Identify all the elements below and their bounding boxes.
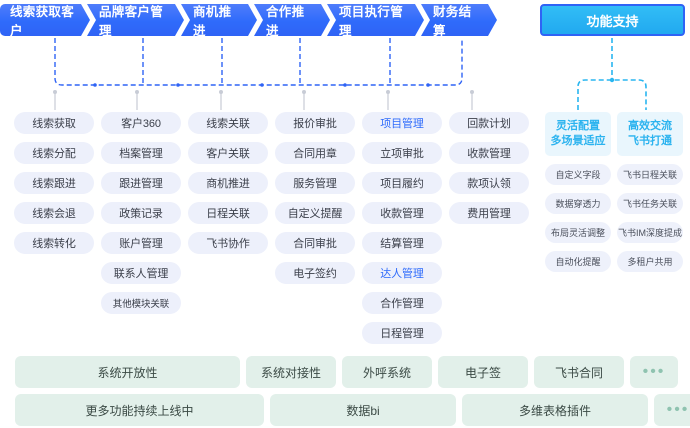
stage-chip-label: 合作推进 [266, 5, 305, 38]
support-feature-pill[interactable]: 数据穿透力 [545, 193, 611, 214]
support-feature-pill[interactable]: 自动化提醒 [545, 251, 611, 272]
feature-pill[interactable]: 回款计划 [449, 112, 529, 134]
feature-pill[interactable]: 合同审批 [275, 232, 355, 254]
feature-pill[interactable]: 合同用章 [275, 142, 355, 164]
feature-pill[interactable]: 项目管理 [362, 112, 442, 134]
feature-pill[interactable]: 其他模块关联 [101, 292, 181, 314]
feature-pill[interactable]: 飞书协作 [188, 232, 268, 254]
feature-pill[interactable]: 客户360 [101, 112, 181, 134]
stage-chip-label: 财务结算 [433, 5, 472, 38]
feature-pill[interactable]: 达人管理 [362, 262, 442, 284]
support-feature-pill[interactable]: 多租户共用 [617, 251, 683, 272]
feature-pill[interactable]: 跟进管理 [101, 172, 181, 194]
feature-pill[interactable]: 线索关联 [188, 112, 268, 134]
feature-pill[interactable]: 服务管理 [275, 172, 355, 194]
feature-pill[interactable]: 款项认领 [449, 172, 529, 194]
feature-pill[interactable]: 项目履约 [362, 172, 442, 194]
feature-pill[interactable]: 商机推进 [188, 172, 268, 194]
stage-chip-label: 线索获取客户 [10, 5, 75, 38]
capability-cell[interactable]: 数据bi [270, 394, 456, 426]
column-cooperation: 报价审批合同用章服务管理自定义提醒合同审批电子签约 [275, 112, 355, 352]
feature-pill[interactable]: 联系人管理 [101, 262, 181, 284]
integration-row: 系统开放性系统对接性外呼系统电子签飞书合同••• [15, 356, 678, 388]
support-feature-pill[interactable]: 飞书任务关联 [617, 193, 683, 214]
feature-pill[interactable]: 费用管理 [449, 202, 529, 224]
column-project-execution: 项目管理立项审批项目履约收款管理结算管理达人管理合作管理日程管理 [362, 112, 442, 352]
stage-chip-row: 线索获取客户品牌客户管理商机推进 合作推进 项目执行管理财务结算 [0, 4, 494, 36]
support-header-line1: 灵活配置 [556, 120, 600, 132]
feature-pill[interactable]: 收款管理 [449, 142, 529, 164]
support-feature-pill[interactable]: 自定义字段 [545, 164, 611, 185]
stage-chip-label: 品牌客户管理 [99, 5, 164, 38]
capability-cell[interactable]: 电子签 [438, 356, 528, 388]
feature-pill[interactable]: 线索跟进 [14, 172, 94, 194]
support-column-flexible-config: 灵活配置多场景适应自定义字段数据穿透力布局灵活调整自动化提醒 [545, 112, 611, 280]
column-lead-acquisition: 线索获取线索分配线索跟进线索会退线索转化 [14, 112, 94, 352]
capability-cell[interactable]: 外呼系统 [342, 356, 432, 388]
stage-chip[interactable]: 项目执行管理 [327, 4, 424, 36]
capability-cell[interactable]: 系统开放性 [15, 356, 240, 388]
more-options-button[interactable]: ••• [630, 356, 678, 388]
capability-cell[interactable]: 多维表格插件 [462, 394, 648, 426]
support-header-line2: 飞书打通 [628, 135, 672, 147]
capability-cell[interactable]: 飞书合同 [534, 356, 624, 388]
more-options-button[interactable]: ••• [654, 394, 690, 426]
feature-pill[interactable]: 线索获取 [14, 112, 94, 134]
feature-pill[interactable]: 日程关联 [188, 202, 268, 224]
stage-chip[interactable]: 商机推进 [181, 4, 257, 36]
stage-chip[interactable]: 合作推进 [254, 4, 330, 36]
support-feature-pill[interactable]: 飞书IM深度提成 [617, 222, 683, 243]
feature-pill[interactable]: 客户关联 [188, 142, 268, 164]
stage-chip-label: 项目执行管理 [339, 5, 404, 38]
support-header-label: 功能支持 [586, 13, 639, 29]
capability-cell[interactable]: 更多功能持续上线中 [15, 394, 264, 426]
column-brand-customer: 客户360 档案管理跟进管理政策记录账户管理联系人管理其他模块关联 [101, 112, 181, 352]
feature-pill[interactable]: 立项审批 [362, 142, 442, 164]
feature-pill[interactable]: 线索会退 [14, 202, 94, 224]
column-opportunity: 线索关联客户关联商机推进日程关联飞书协作 [188, 112, 268, 352]
capability-cell[interactable]: 系统对接性 [246, 356, 336, 388]
feature-pill[interactable]: 政策记录 [101, 202, 181, 224]
feature-pill[interactable]: 结算管理 [362, 232, 442, 254]
support-column-efficient-communication: 高效交流飞书打通飞书日程关联飞书任务关联飞书IM深度提成多租户共用 [617, 112, 683, 280]
feature-pill[interactable]: 线索转化 [14, 232, 94, 254]
stage-chip[interactable]: 财务结算 [421, 4, 497, 36]
stage-chip[interactable]: 品牌客户管理 [87, 4, 184, 36]
feature-pill[interactable]: 电子签约 [275, 262, 355, 284]
support-feature-pill[interactable]: 布局灵活调整 [545, 222, 611, 243]
column-finance-settlement: 回款计划收款管理款项认领费用管理 [449, 112, 529, 352]
support-feature-pill[interactable]: 飞书日程关联 [617, 164, 683, 185]
feature-pill[interactable]: 收款管理 [362, 202, 442, 224]
stage-chip-label: 商机推进 [193, 5, 232, 38]
support-header-line1: 高效交流 [628, 120, 672, 132]
feature-pill[interactable]: 自定义提醒 [275, 202, 355, 224]
support-header[interactable]: 功能支持 [540, 4, 685, 36]
feature-pill[interactable]: 账户管理 [101, 232, 181, 254]
support-header-line2: 多场景适应 [550, 135, 606, 147]
support-column-header[interactable]: 高效交流飞书打通 [617, 112, 683, 156]
feature-pill[interactable]: 线索分配 [14, 142, 94, 164]
feature-pill[interactable]: 档案管理 [101, 142, 181, 164]
stage-chip[interactable]: 线索获取客户 [0, 4, 90, 36]
support-column-header[interactable]: 灵活配置多场景适应 [545, 112, 611, 156]
support-column-container: 灵活配置多场景适应自定义字段数据穿透力布局灵活调整自动化提醒高效交流飞书打通飞书… [545, 112, 689, 280]
feature-pill[interactable]: 报价审批 [275, 112, 355, 134]
feature-pill[interactable]: 合作管理 [362, 292, 442, 314]
feature-pill[interactable]: 日程管理 [362, 322, 442, 344]
